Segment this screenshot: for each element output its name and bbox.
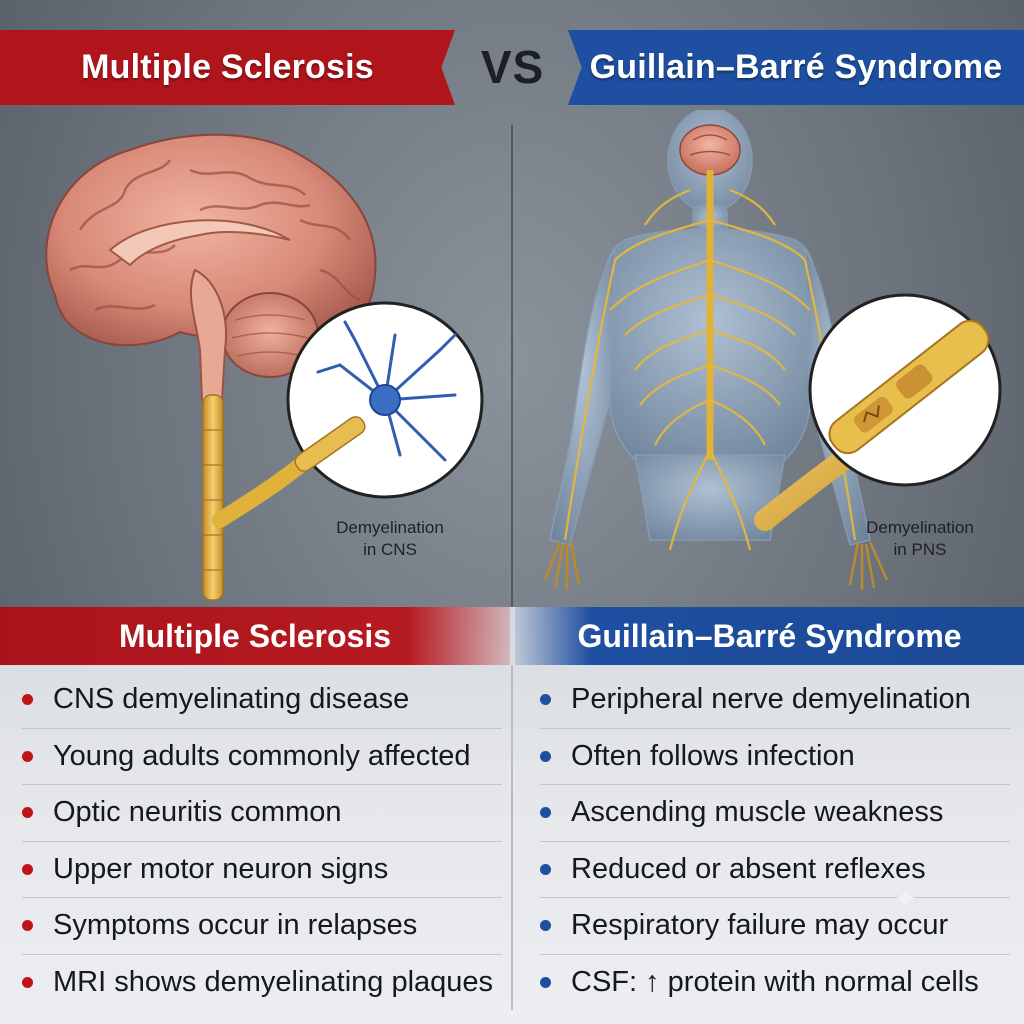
list-item: Respiratory failure may occur — [540, 898, 1010, 955]
bullet-dot — [540, 976, 551, 988]
pns-caption-line1: Demyelination — [866, 518, 974, 537]
list-item-text: Young adults commonly affected — [53, 739, 471, 772]
lower-divider — [511, 665, 513, 1010]
ms-panel-header: Multiple Sclerosis — [0, 607, 510, 665]
cns-caption-line2: in CNS — [363, 540, 417, 559]
list-item-text: Often follows infection — [571, 739, 855, 772]
bullet-dot — [540, 694, 551, 706]
list-item: Young adults commonly affected — [22, 729, 502, 785]
list-item: CSF: ↑ protein with normal cells — [540, 955, 1010, 1011]
list-item: Optic neuritis common — [22, 785, 502, 842]
cns-caption-line1: Demyelination — [336, 518, 444, 537]
list-item: Reduced or absent reflexes — [540, 842, 1010, 898]
pns-caption: Demyelination in PNS — [850, 517, 990, 561]
gbs-panel-header: Guillain–Barré Syndrome — [515, 607, 1024, 665]
sparkle-icon: ✦ — [893, 883, 919, 916]
center-divider — [511, 125, 513, 610]
list-item: CNS demyelinating disease — [22, 672, 502, 729]
bullet-dot — [22, 976, 33, 988]
gbs-feature-list: Peripheral nerve demyelination Often fol… — [540, 672, 1010, 1010]
cns-caption: Demyelination in CNS — [320, 517, 460, 561]
list-item: Ascending muscle weakness — [540, 785, 1010, 842]
bullet-dot — [540, 920, 551, 932]
bullet-dot — [22, 920, 33, 932]
bullet-dot — [22, 694, 33, 706]
list-item-text: Symptoms occur in relapses — [53, 909, 418, 942]
bullet-dot — [22, 750, 33, 762]
pns-caption-line2: in PNS — [893, 540, 947, 559]
list-item: Symptoms occur in relapses — [22, 898, 502, 955]
list-item: Upper motor neuron signs — [22, 842, 502, 898]
list-item-text: CSF: ↑ protein with normal cells — [571, 965, 979, 998]
body-nerve-illustration — [543, 110, 1002, 590]
gbs-header-banner: Guillain–Barré Syndrome — [568, 30, 1024, 105]
bullet-dot — [22, 807, 33, 819]
list-item-text: Ascending muscle weakness — [571, 796, 944, 829]
bullet-dot — [540, 863, 551, 875]
vs-label: VS — [480, 41, 545, 93]
ms-header-banner: Multiple Sclerosis — [0, 30, 455, 105]
list-item-text: Respiratory failure may occur — [571, 909, 949, 942]
list-item-text: Reduced or absent reflexes — [571, 852, 926, 885]
list-item-text: Optic neuritis common — [53, 796, 342, 829]
bullet-dot — [540, 807, 551, 819]
list-item: MRI shows demyelinating plaques — [22, 955, 502, 1011]
ms-feature-list: CNS demyelinating disease Young adults c… — [22, 672, 502, 1010]
ms-header-title: Multiple Sclerosis — [81, 48, 374, 86]
list-item: Often follows infection — [540, 729, 1010, 785]
ms-panel-title: Multiple Sclerosis — [118, 617, 392, 654]
bullet-dot — [22, 863, 33, 875]
gbs-header-title: Guillain–Barré Syndrome — [589, 48, 1003, 86]
list-item-text: CNS demyelinating disease — [53, 683, 410, 716]
bullet-dot — [540, 750, 551, 762]
list-item-text: MRI shows demyelinating plaques — [53, 965, 494, 998]
list-item-text: Upper motor neuron signs — [53, 852, 389, 885]
brain-illustration — [45, 133, 484, 601]
list-item: Peripheral nerve demyelination — [540, 672, 1010, 729]
gbs-panel-title: Guillain–Barré Syndrome — [577, 617, 962, 654]
list-item-text: Peripheral nerve demyelination — [571, 683, 971, 716]
